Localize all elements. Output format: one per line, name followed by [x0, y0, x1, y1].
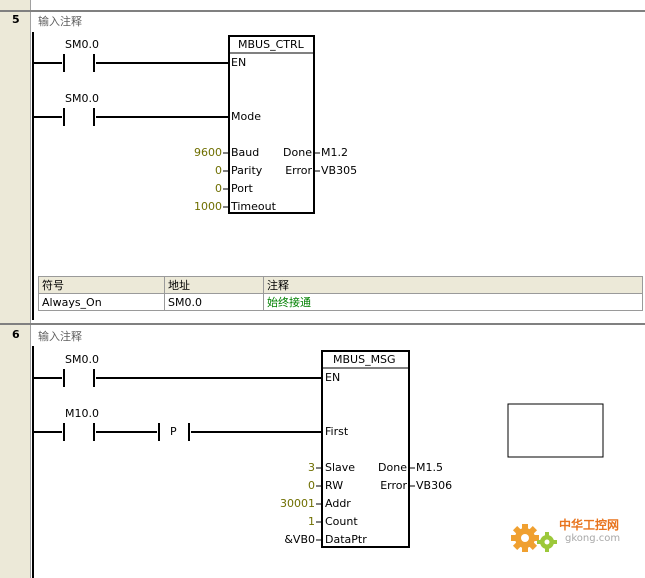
mbus-msg-error-pin: Error — [380, 479, 407, 492]
symbol-cell[interactable]: Always_On — [38, 293, 165, 311]
network-6-comment[interactable]: 输入注释 — [38, 330, 82, 343]
mbus-ctrl-baud-pin: Baud — [231, 146, 260, 159]
watermark-title: 中华工控网 — [559, 518, 620, 532]
mbus-msg-block — [321, 350, 410, 548]
symbol-table-header-comment[interactable]: 注释 — [263, 276, 643, 294]
mbus-ctrl-done-pin: Done — [283, 146, 312, 159]
mbus-msg-slave-pin: Slave — [325, 461, 356, 474]
contact-sm00-c-label[interactable]: SM0.0 — [65, 353, 99, 366]
network-5-number[interactable]: 5 — [12, 13, 20, 26]
mbus-ctrl-title: MBUS_CTRL — [238, 38, 304, 51]
addr-value[interactable]: 30001 — [280, 497, 315, 510]
error-output-vb305[interactable]: VB305 — [321, 164, 358, 177]
mbus-ctrl-mode-pin: Mode — [231, 110, 261, 123]
slave-value[interactable]: 3 — [308, 461, 315, 474]
contact-sm00-a-label[interactable]: SM0.0 — [65, 38, 99, 51]
timeout-value[interactable]: 1000 — [194, 200, 222, 213]
mbus-ctrl-en-pin: EN — [231, 56, 247, 69]
network-5-divider — [0, 10, 645, 12]
symbol-table-header-symbol[interactable]: 符号 — [38, 276, 165, 294]
empty-box — [507, 403, 604, 458]
network-5-comment[interactable]: 输入注释 — [38, 15, 82, 28]
mbus-ctrl-error-pin: Error — [285, 164, 312, 177]
contact-sm00-b-label[interactable]: SM0.0 — [65, 92, 99, 105]
mbus-ctrl-timeout-pin: Timeout — [231, 200, 276, 213]
port-value[interactable]: 0 — [215, 182, 222, 195]
mbus-msg-en-pin: EN — [325, 371, 341, 384]
contact-m100-label[interactable]: M10.0 — [65, 407, 99, 420]
baud-value[interactable]: 9600 — [194, 146, 222, 159]
mbus-ctrl-port-pin: Port — [231, 182, 253, 195]
rung-gutter — [0, 0, 31, 578]
mbus-ctrl-block — [228, 35, 315, 214]
dataptr-value[interactable]: &VB0 — [284, 533, 315, 546]
count-value[interactable]: 1 — [308, 515, 315, 528]
mbus-msg-rw-pin: RW — [325, 479, 344, 492]
error-output-vb306[interactable]: VB306 — [416, 479, 453, 492]
done-output-m12[interactable]: M1.2 — [321, 146, 348, 159]
mbus-msg-done-pin: Done — [378, 461, 407, 474]
network-6-divider — [0, 323, 645, 325]
symbol-table: 符号 地址 注释 Always_On SM0.0 始终接通 — [38, 276, 643, 311]
parity-value[interactable]: 0 — [215, 164, 222, 177]
pos-edge-label: P — [170, 425, 177, 438]
done-output-m15[interactable]: M1.5 — [416, 461, 443, 474]
mbus-msg-dataptr-pin: DataPtr — [325, 533, 367, 546]
mbus-ctrl-parity-pin: Parity — [231, 164, 263, 177]
mbus-msg-first-pin: First — [325, 425, 349, 438]
network-6-number[interactable]: 6 — [12, 328, 20, 341]
watermark: 中华工控网 gkong.com — [507, 514, 637, 556]
watermark-url: gkong.com — [565, 533, 621, 544]
mbus-msg-title: MBUS_MSG — [333, 353, 396, 366]
mbus-msg-count-pin: Count — [325, 515, 358, 528]
comment-cell[interactable]: 始终接通 — [263, 293, 643, 311]
mbus-msg-addr-pin: Addr — [325, 497, 351, 510]
rw-value[interactable]: 0 — [308, 479, 315, 492]
gear-icon — [511, 524, 557, 552]
table-row: Always_On SM0.0 始终接通 — [38, 293, 643, 311]
address-cell[interactable]: SM0.0 — [164, 293, 264, 311]
symbol-table-header-address[interactable]: 地址 — [164, 276, 264, 294]
